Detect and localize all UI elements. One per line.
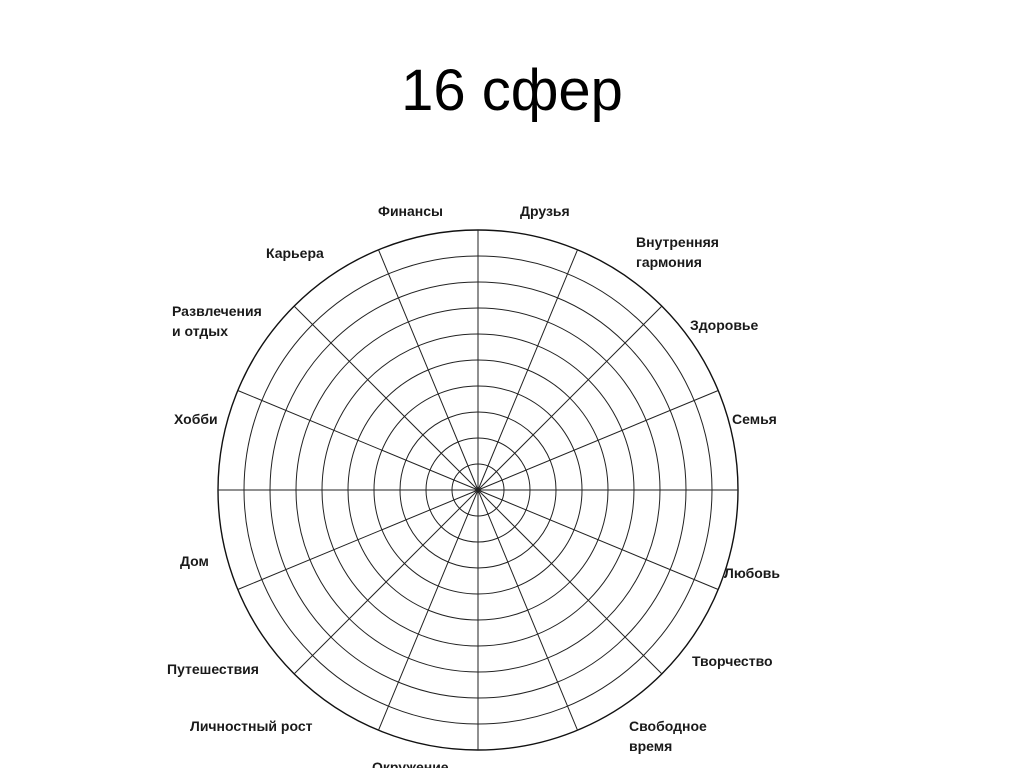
wheel-spoke	[477, 489, 578, 731]
sector-label-career: Карьера	[266, 245, 324, 261]
sector-label-entertainment: Развлечения и отдых	[172, 303, 266, 339]
slide-title: 16 сфер	[401, 58, 623, 123]
wheel-spoke	[293, 305, 479, 491]
sector-label-health: Здоровье	[690, 317, 759, 333]
wheel-spoke	[378, 249, 479, 491]
wheel-spoke	[293, 489, 479, 675]
sector-label-home: Дом	[180, 553, 209, 569]
wheel-spoke	[378, 489, 479, 731]
wheel-spoke	[477, 489, 663, 675]
wheel-spoke	[477, 305, 663, 491]
sector-label-creativity: Творчество	[692, 653, 773, 669]
sector-label-travel: Путешествия	[167, 661, 259, 677]
sector-label-friends: Друзья	[520, 203, 570, 219]
sector-label-finance: Финансы	[378, 203, 443, 219]
sector-label-family: Семья	[732, 411, 777, 427]
wheel-spoke	[477, 390, 719, 491]
sector-label-free-time: Свободное время	[629, 718, 711, 754]
sector-label-environment: Окружение	[372, 759, 449, 768]
wheel-spoke	[477, 249, 578, 491]
wheel-spoke	[237, 390, 479, 491]
sector-labels: Друзья Внутренняя гармония Здоровье Семь…	[167, 203, 780, 768]
wheel-spokes	[218, 230, 738, 750]
wheel-spoke	[477, 489, 719, 590]
wheel-spoke	[237, 489, 479, 590]
sector-label-personal-growth: Личностный рост	[190, 718, 313, 734]
sector-label-love: Любовь	[724, 565, 780, 581]
sector-label-inner-harmony: Внутренняя гармония	[636, 234, 723, 270]
sector-label-hobby: Хобби	[174, 411, 218, 427]
